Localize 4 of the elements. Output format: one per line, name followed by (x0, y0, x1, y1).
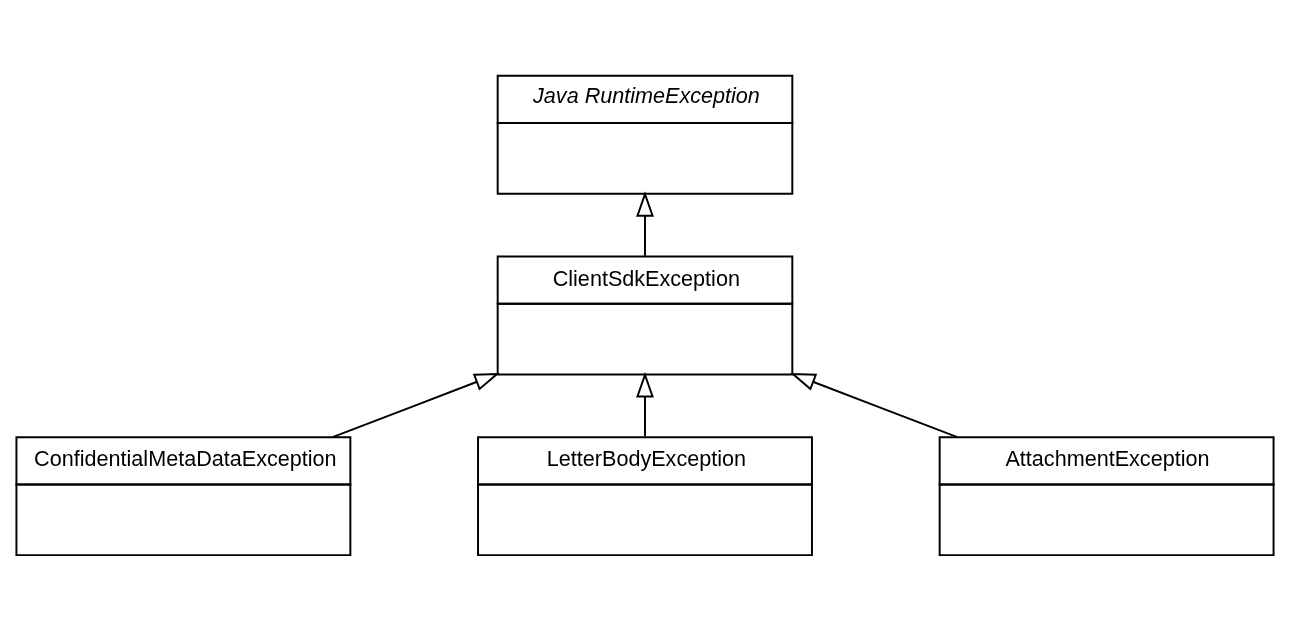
arrow (790, 372, 959, 438)
arrow (636, 371, 654, 437)
arrow (331, 372, 500, 438)
arrow (636, 190, 654, 257)
